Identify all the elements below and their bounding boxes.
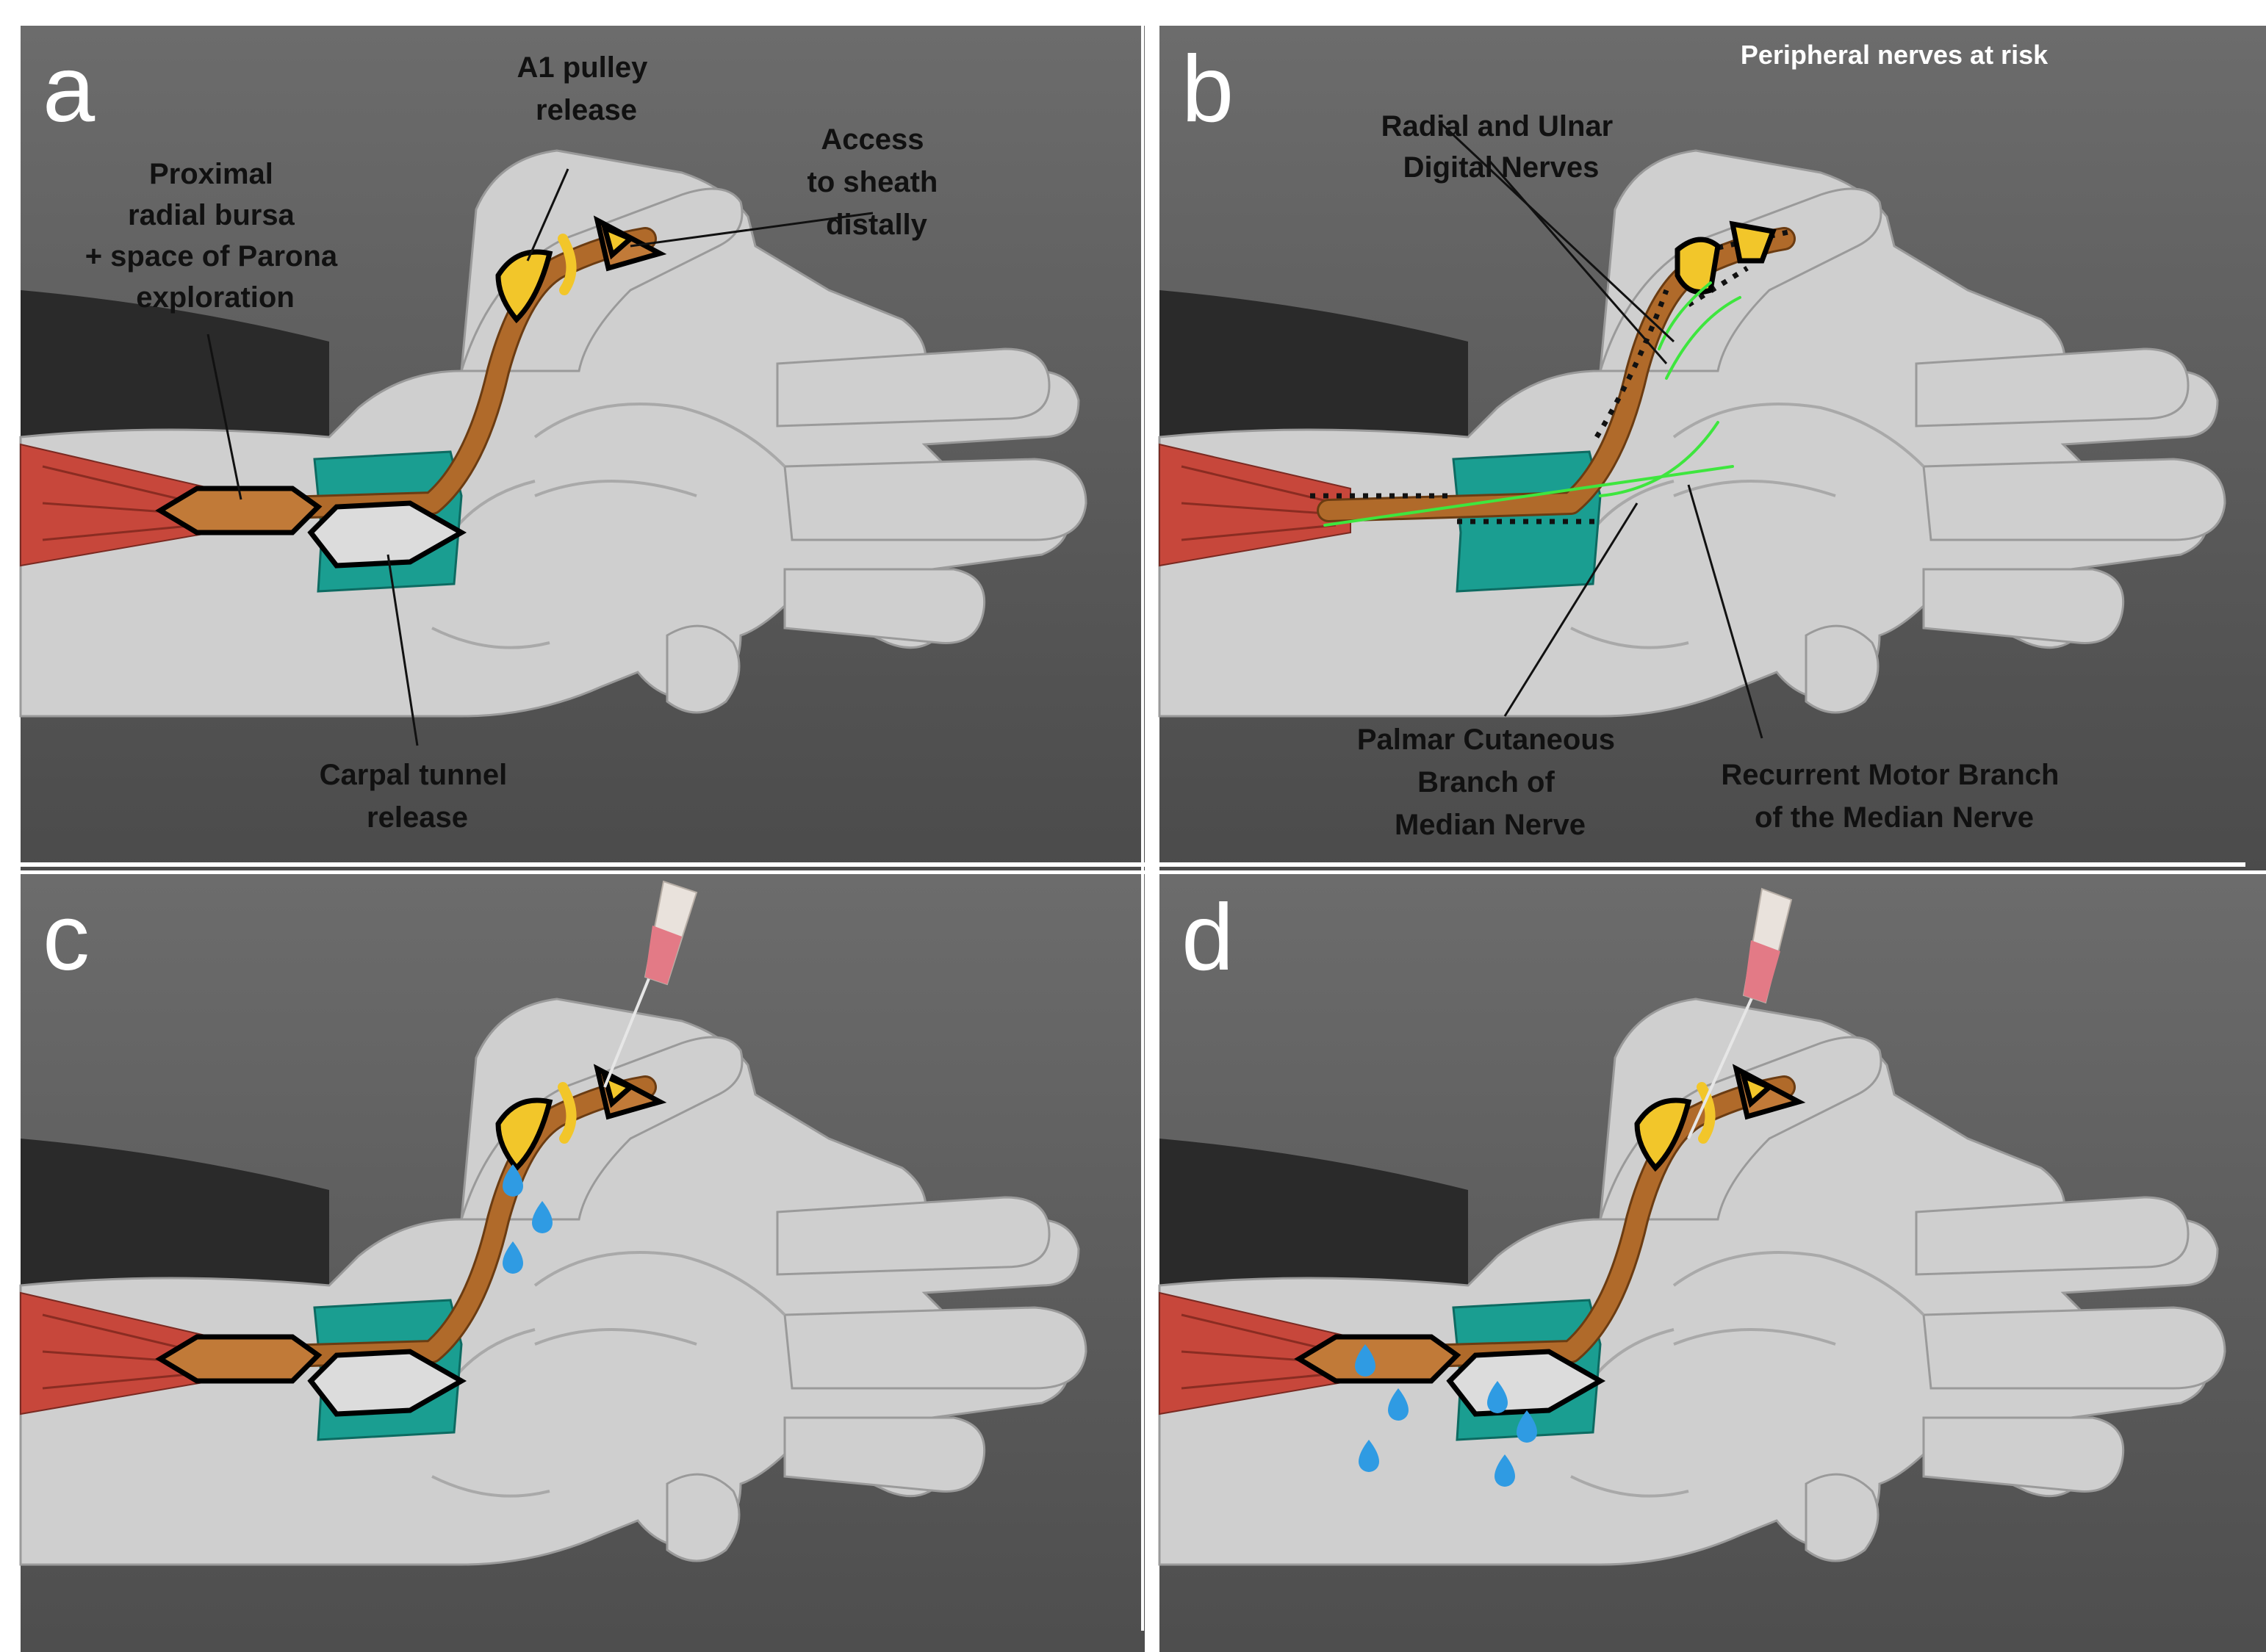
svg-text:Proximal radial bursa: Proximal radial bursa + space of Parona … <box>85 158 346 314</box>
svg-text:Access to sheath d: Access to sheath distally <box>808 123 946 241</box>
syringe-icon <box>603 880 698 1088</box>
label-recurrent-2: of the Median Nerve <box>1755 801 2034 834</box>
label-a1-pulley-2: release <box>536 94 637 126</box>
label-bursa-4: exploration <box>136 281 295 314</box>
label-palmar: Palmar Cutaneous <box>1357 724 1615 756</box>
label-bursa-3: + space of Parona <box>85 240 338 273</box>
label-digital-2: Digital Nerves <box>1403 151 1600 184</box>
label-access-3: distally <box>826 209 928 241</box>
label-digital: Radial and Ulnar <box>1381 110 1614 143</box>
svg-text:Recurrent Motor Branch o: Recurrent Motor Branch of the Median Ner… <box>1721 759 2067 834</box>
label-carpal-2: release <box>367 801 468 834</box>
panel-label-a: a <box>43 37 96 142</box>
label-bursa-2: radial bursa <box>128 199 295 231</box>
label-bursa: Proximal <box>149 158 273 190</box>
label-access: Access <box>821 123 924 156</box>
panel-a: a A1 pulley release Access to sheath dis… <box>21 26 1145 870</box>
label-recurrent: Recurrent Motor Branch <box>1721 759 2059 791</box>
panel-b-title: Peripheral nerves at risk <box>1741 40 2049 70</box>
label-a1-pulley: A1 pulley <box>517 51 649 84</box>
panel-c: c <box>21 874 1145 1652</box>
fluid-drops <box>1355 1344 1537 1487</box>
panel-label-b: b <box>1181 37 1234 142</box>
svg-text:Palmar Cutaneous Branch: Palmar Cutaneous Branch of Median Nerve <box>1357 724 1623 841</box>
svg-text:A1 pulley release: A1 pulley release <box>517 51 656 126</box>
panel-d: d <box>1159 874 2266 1652</box>
label-access-2: to sheath <box>808 166 938 198</box>
panel-b: Peripheral nerves at risk b Radial and U… <box>1159 26 2266 870</box>
label-palmar-3: Median Nerve <box>1395 809 1586 841</box>
svg-text:Carpal tunnel release: Carpal tunnel release <box>320 759 516 834</box>
label-carpal: Carpal tunnel <box>320 759 508 791</box>
label-palmar-2: Branch of <box>1417 766 1555 798</box>
fluid-drops <box>503 1164 553 1274</box>
svg-text:Radial and Ulnar Digital: Radial and Ulnar Digital Nerves <box>1381 110 1622 184</box>
panel-label-c: c <box>43 885 90 990</box>
panel-label-d: d <box>1181 885 1234 990</box>
syringe-icon <box>1687 887 1793 1139</box>
